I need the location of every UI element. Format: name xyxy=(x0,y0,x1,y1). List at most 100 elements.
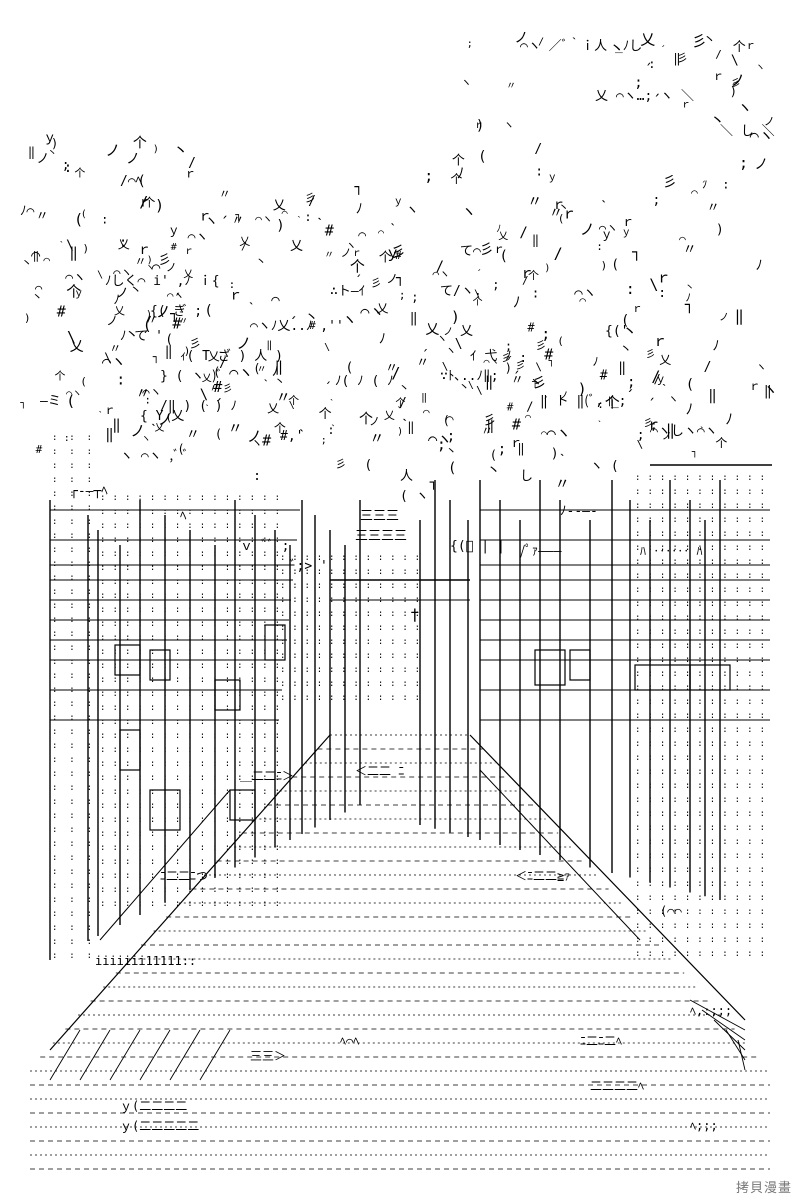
right-building-texture: : : : : : : : : : : : xyxy=(635,795,765,805)
road-edge-left xyxy=(49,734,331,1051)
canopy-strand: {(' xyxy=(605,324,628,339)
right-building-texture: : : : : : : : : : : : xyxy=(635,823,765,833)
canopy-glyph: ヽ xyxy=(503,118,514,131)
canopy-glyph: \ xyxy=(476,384,483,397)
canopy-glyph: ┐ xyxy=(396,271,404,287)
canopy-glyph: ┐ xyxy=(355,180,363,196)
canopy-glyph: ´ xyxy=(354,275,362,290)
canopy-glyph: # xyxy=(325,222,334,240)
canopy-glyph: ( xyxy=(500,248,508,264)
canopy-strand: #,' xyxy=(280,429,303,444)
road-stripe xyxy=(49,1029,81,1081)
canopy-glyph: ｒ xyxy=(137,242,151,258)
road-glyph: 二二二二ﾍ xyxy=(590,1079,644,1093)
canopy-glyph: \ xyxy=(67,328,76,346)
canopy-glyph: ┐ xyxy=(20,398,26,409)
canopy-glyph: 乂 xyxy=(208,350,220,364)
canopy-glyph: ｀ xyxy=(295,429,310,448)
left-wall-texture: : : : xyxy=(52,783,92,793)
canopy-glyph: : xyxy=(116,370,125,388)
right-building-texture: : : : : : : : : : : : xyxy=(635,571,765,581)
canopy-glyph: 乂 xyxy=(239,235,250,248)
canopy-glyph: 个 xyxy=(395,397,405,409)
left-wall-texture: : : : xyxy=(52,741,92,751)
canopy-glyph: ( xyxy=(143,316,152,334)
canopy-glyph: ( xyxy=(215,427,222,441)
canopy-glyph: 〃 xyxy=(385,361,398,376)
canopy-glyph: # xyxy=(512,415,521,433)
window-frame xyxy=(149,649,171,681)
canopy-glyph: ( xyxy=(66,392,75,410)
canopy-glyph: ｀ xyxy=(203,403,213,417)
canopy-glyph: ‖ xyxy=(275,359,283,375)
left-wall-texture: : : : xyxy=(52,601,92,611)
center-building-texture: : : : : : : : : : : : : xyxy=(280,567,420,577)
canopy-strand: 乂 ⌒ヽ…; ヽ ＼ xyxy=(595,89,694,104)
left-wall-texture: : : : xyxy=(52,881,92,891)
canopy-glyph: 丶 xyxy=(47,149,57,160)
center-building-texture: : : : : : : : : : : : : xyxy=(280,553,420,563)
canopy-glyph: ( xyxy=(346,361,354,376)
canopy-glyph: ´ xyxy=(289,315,298,333)
canopy-glyph: ｀ xyxy=(394,405,406,421)
canopy-glyph: ⌒ヽ xyxy=(599,221,618,235)
canopy-glyph: 个 xyxy=(473,296,483,308)
canopy-glyph: ｒ xyxy=(632,302,643,315)
right-building-texture: : : : : : : : : : : : xyxy=(635,501,765,511)
canopy-strand: ﾉ‐‐―‐ xyxy=(560,504,598,519)
canopy-strand: /⌒ﾍ xyxy=(120,174,143,189)
canopy-glyph: 乂 xyxy=(202,374,212,385)
canopy-glyph: / xyxy=(654,372,661,386)
canopy-glyph: ┐ xyxy=(532,377,538,388)
canopy-glyph: 乂 xyxy=(498,231,508,242)
canopy-glyph: ｒ xyxy=(622,215,635,230)
canopy-glyph: ┐ xyxy=(692,447,698,458)
canopy-glyph: 乂 xyxy=(118,237,130,251)
canopy-glyph: ‖ xyxy=(407,420,414,434)
canopy-glyph: / xyxy=(538,36,544,47)
canopy-glyph: 〃 xyxy=(219,187,231,201)
canopy-glyph: # xyxy=(507,401,514,414)
canopy-glyph: : xyxy=(596,240,603,253)
left-wall-texture: : : : xyxy=(52,671,92,681)
canopy-glyph: ; xyxy=(399,288,406,301)
canopy-glyph: ﾉ xyxy=(356,202,363,218)
canopy-glyph: # xyxy=(36,443,43,456)
canopy-glyph: ⌒ヽ xyxy=(428,430,452,448)
canopy-strand: 乂 xyxy=(290,239,303,254)
canopy-glyph: ( xyxy=(177,442,184,456)
canopy-strand: ﾉ て ' xyxy=(120,329,163,344)
canopy-glyph: 丶 xyxy=(399,382,410,395)
canopy-glyph: / xyxy=(554,245,563,263)
canopy-glyph: ⌒ xyxy=(271,292,280,308)
canopy-glyph: ヽ xyxy=(437,332,448,345)
canopy-glyph: ‖ xyxy=(764,384,772,399)
canopy-glyph: ; xyxy=(62,158,70,173)
canopy-glyph: 丶 xyxy=(125,328,139,344)
canopy-glyph: ┐ xyxy=(429,476,438,491)
canopy-glyph: 彡 xyxy=(535,339,546,352)
canopy-glyph: / xyxy=(519,225,527,241)
canopy-glyph: ‖ xyxy=(618,361,626,376)
canopy-glyph: ヽ xyxy=(346,239,357,252)
left-wall-texture: : : : xyxy=(52,797,92,807)
canopy-glyph: 〃 xyxy=(481,424,493,438)
left-wall-texture: : : : xyxy=(52,503,92,513)
left-building-texture: : : : : : : : : : : : : : : : xyxy=(100,507,280,517)
canopy-glyph: 〃 xyxy=(231,214,244,229)
right-building-texture: : : : : : : : : : : : xyxy=(635,697,765,707)
canopy-glyph: \ xyxy=(324,342,330,353)
canopy-strand: て/ヽ. xyxy=(440,284,482,299)
canopy-glyph: 乂 xyxy=(155,423,165,434)
canopy-glyph: 个 xyxy=(733,40,746,55)
canopy-strand: ⌒ヽﾉ乂..ﾉ ,'' xyxy=(250,319,344,334)
canopy-glyph: ‖ xyxy=(517,441,524,455)
left-wall-texture: : : : xyxy=(52,657,92,667)
canopy-glyph: ´ xyxy=(173,292,181,308)
canopy-glyph: 个 xyxy=(359,411,373,427)
canopy-glyph: ´ xyxy=(220,214,229,232)
canopy-strand: ﾉしく⌒ i' ,ﾉ ｉ{ xyxy=(105,274,220,289)
canopy-strand: ｖ ﾞﾞ ; xyxy=(240,539,289,554)
window-frame xyxy=(229,789,256,821)
window-frame xyxy=(119,729,141,771)
